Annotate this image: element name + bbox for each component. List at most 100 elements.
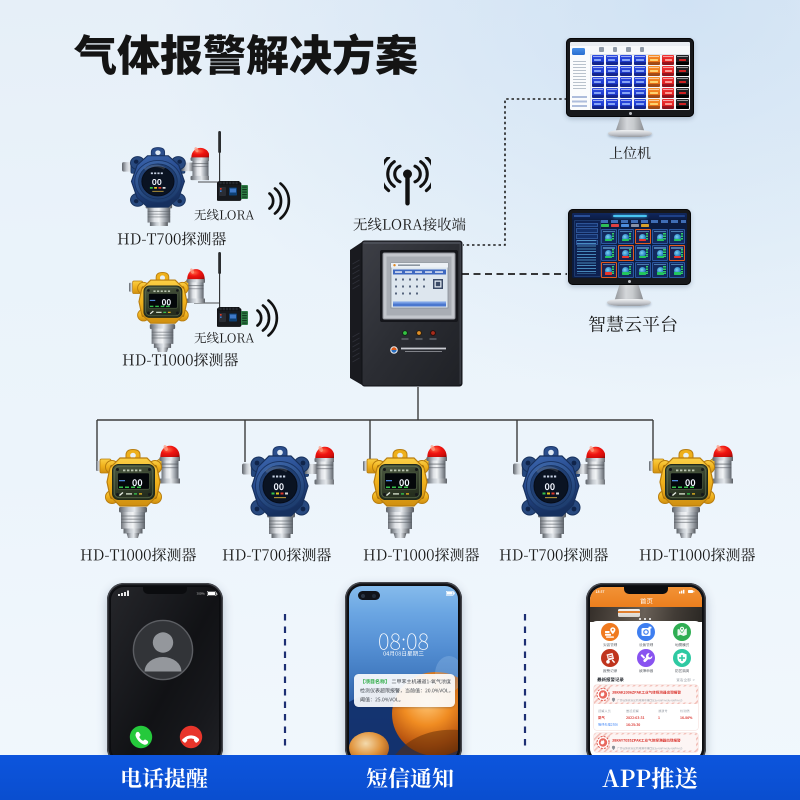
monitor-base [608, 130, 652, 137]
host-tile[interactable] [661, 55, 675, 65]
alert-card-1[interactable]: 38RAY7055ZPAK工业气体探测器出现报警 广西壮族自治区防城港市港口区(… [594, 733, 698, 752]
label-wired-detector-0: HD-T1000探测器 [80, 543, 197, 565]
cloud-device-card[interactable] [669, 245, 686, 261]
host-tile[interactable] [619, 98, 633, 109]
cloud-device-card[interactable] [652, 228, 669, 245]
host-tile[interactable] [661, 98, 675, 109]
app-menu-2[interactable]: 地图模式 [668, 623, 696, 647]
cloud-sidebar[interactable] [573, 220, 601, 277]
host-tile[interactable] [675, 55, 689, 65]
host-tile[interactable] [661, 76, 675, 87]
app-menu-0[interactable]: 安装管理 [596, 623, 624, 647]
app-menu-5[interactable]: 防区隔离 [668, 649, 696, 673]
cloud-device-card[interactable] [617, 261, 634, 278]
footer-label-app: APP推送 [602, 760, 698, 794]
host-tile[interactable] [675, 87, 689, 98]
app-menu-3[interactable]: 报警记录 [596, 649, 624, 673]
host-tile[interactable] [647, 55, 661, 65]
view-all-link[interactable]: 查看全部 > [676, 677, 695, 682]
app-status-time: 18:37 [595, 589, 605, 594]
host-tile[interactable] [633, 76, 647, 87]
host-app-logo[interactable] [572, 48, 585, 55]
wired-detector-2 [363, 439, 447, 538]
host-tile[interactable] [647, 76, 661, 87]
phone-call-alert: 100% [107, 583, 223, 765]
cloud-device-card[interactable] [600, 228, 617, 245]
label-detector-t1000-wireless: HD-T1000探测器 [122, 348, 239, 370]
cloud-device-card[interactable] [617, 228, 634, 245]
cloud-sidebar-tree[interactable] [577, 240, 596, 274]
monitor-bezel [568, 209, 691, 285]
host-tile[interactable] [633, 55, 647, 65]
monitor-base [607, 299, 651, 306]
signal-bars-icon [118, 590, 129, 596]
phone-body: 100% [107, 583, 223, 765]
host-tile[interactable] [605, 76, 619, 87]
cloud-device-card[interactable] [600, 261, 617, 278]
cloud-device-card[interactable] [634, 228, 652, 245]
host-sidebar-tree[interactable] [573, 60, 586, 89]
host-tile[interactable] [605, 55, 619, 65]
host-tile[interactable] [605, 87, 619, 98]
host-tile[interactable] [619, 87, 633, 98]
cloud-device-card[interactable] [669, 228, 686, 245]
host-tile[interactable] [619, 55, 633, 65]
host-tile[interactable] [605, 65, 619, 76]
host-tile[interactable] [675, 98, 689, 109]
label-lora-2: 无线LORA [194, 328, 254, 346]
sms-notification-card[interactable]: 【项目名称】二甲苯主机通道1-氧气浓度 检测仪表超限报警，当前值：20.0%VO… [354, 674, 455, 707]
host-tile[interactable] [591, 76, 605, 87]
signal-waves-2 [256, 299, 279, 337]
cloud-dashboard-screen [572, 213, 687, 278]
phone-screen: 18:37 首页 [590, 587, 702, 761]
host-tile[interactable] [675, 65, 689, 76]
cloud-device-grid[interactable] [600, 228, 686, 278]
label-wired-detector-1: HD-T700探测器 [222, 543, 332, 565]
power-indicator-dot [628, 111, 632, 115]
label-wired-detector-3: HD-T700探测器 [499, 543, 609, 565]
host-tile[interactable] [605, 98, 619, 109]
signal-waves-1 [268, 182, 291, 220]
host-tile[interactable] [633, 65, 647, 76]
host-tile[interactable] [661, 87, 675, 98]
host-toolbar[interactable] [590, 45, 690, 55]
host-tile[interactable] [647, 98, 661, 109]
cloud-device-card[interactable] [600, 245, 617, 261]
alert-card-0[interactable]: 38RAK2006ZPAK工业气体探测器出现报警 广西壮族自治区防城港市港口区(… [594, 685, 698, 730]
cloud-device-card[interactable] [634, 245, 652, 261]
label-detector-t700-wireless: HD-T700探测器 [117, 227, 227, 249]
phone-notch [624, 587, 668, 594]
wired-detector-4 [649, 439, 733, 538]
monitor-stand [614, 285, 644, 302]
app-menu-1[interactable]: 设备管理 [632, 623, 660, 647]
cloud-device-card[interactable] [634, 261, 652, 278]
cloud-breadcrumb [600, 220, 686, 223]
app-photo-banner [590, 607, 702, 622]
phone-notch [143, 587, 187, 594]
host-tile-grid[interactable] [591, 55, 689, 109]
cloud-device-card[interactable] [617, 245, 634, 261]
host-tile[interactable] [647, 65, 661, 76]
lockscreen-clock: 08:08 [378, 624, 429, 656]
host-tile[interactable] [591, 65, 605, 76]
host-tile[interactable] [619, 65, 633, 76]
label-host-computer: 上位机 [609, 142, 651, 162]
app-menu-4[interactable]: 故障申报 [632, 649, 660, 673]
host-tile[interactable] [675, 76, 689, 87]
cloud-device-card[interactable] [652, 245, 669, 261]
phone-screen: 100% [111, 587, 219, 761]
monitor-bezel [566, 38, 694, 117]
cloud-device-card[interactable] [669, 261, 686, 278]
host-tile[interactable] [591, 87, 605, 98]
status-icons [679, 589, 695, 594]
host-tile[interactable] [619, 76, 633, 87]
host-tile[interactable] [633, 87, 647, 98]
host-tile[interactable] [647, 87, 661, 98]
host-tile[interactable] [661, 65, 675, 76]
host-tile[interactable] [591, 55, 605, 65]
answer-call-button[interactable] [129, 725, 153, 749]
decline-call-button[interactable] [179, 725, 203, 749]
host-tile[interactable] [633, 98, 647, 109]
cloud-device-card[interactable] [652, 261, 669, 278]
host-tile[interactable] [591, 98, 605, 109]
